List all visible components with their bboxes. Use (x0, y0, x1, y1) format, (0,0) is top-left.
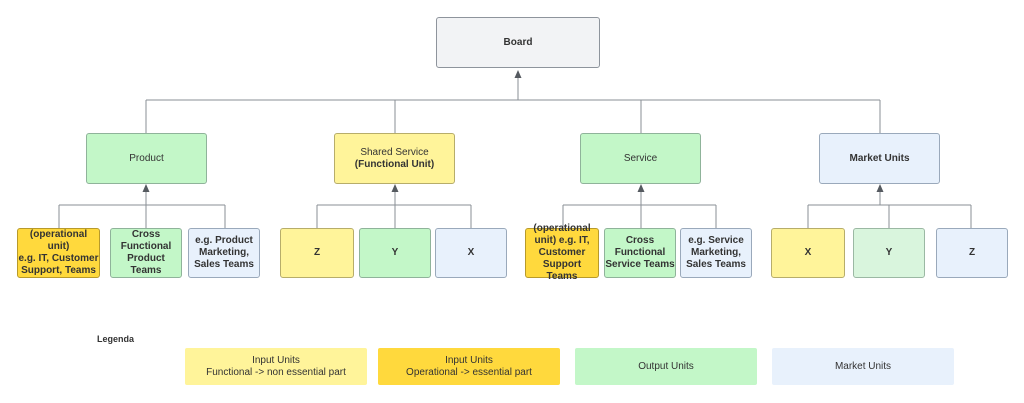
legend-item-operational-input: Input Units Operational -> essential par… (378, 348, 560, 385)
arrowhead-product (142, 184, 150, 192)
node-text-line: (operational unit) (29, 229, 88, 252)
node-text-line: e.g. IT, Customer (18, 253, 99, 264)
shared-child-z-node[interactable]: Z (280, 228, 354, 278)
market-units-node[interactable]: Market Units (819, 133, 940, 184)
product-node[interactable]: Product (86, 133, 207, 184)
node-text-line: Cross (131, 229, 161, 240)
service-operational-unit-node[interactable]: (operational unit) e.g. IT, Customer Sup… (525, 223, 599, 282)
service-label: Service (623, 152, 658, 164)
shared-service-label: Shared Service (360, 146, 429, 158)
node-text-line: Cross (625, 235, 655, 246)
shared-service-node[interactable]: Shared Service (Functional Unit) (334, 133, 455, 184)
node-text-line: unit) e.g. IT, (534, 235, 590, 246)
node-label: Z (313, 247, 321, 258)
node-text-line: (operational (533, 223, 591, 234)
market-child-y-node[interactable]: Y (853, 228, 925, 278)
node-text-line: Functional (614, 247, 666, 258)
arrowhead-service (637, 184, 645, 192)
market-child-z-node[interactable]: Z (936, 228, 1008, 278)
node-label: X (804, 247, 812, 258)
node-label: Y (885, 247, 893, 258)
product-marketing-node[interactable]: e.g. Product Marketing, Sales Teams (188, 228, 260, 278)
legend-item-label: Input Units (445, 354, 493, 366)
legend-item-sublabel: Functional -> non essential part (206, 366, 346, 378)
service-node[interactable]: Service (580, 133, 701, 184)
legend-item-functional-input: Input Units Functional -> non essential … (185, 348, 367, 385)
legend-item-output-units: Output Units (575, 348, 757, 385)
legend-item-sublabel: Operational -> essential part (406, 366, 532, 378)
board-node[interactable]: Board (436, 17, 600, 68)
node-text-line: Sales Teams (194, 259, 254, 270)
product-operational-unit-node[interactable]: (operational unit) e.g. IT, Customer Sup… (17, 228, 100, 278)
legend-item-label: Input Units (252, 354, 300, 366)
node-text-line: Customer (538, 247, 586, 258)
connector-shared-bus (316, 204, 472, 228)
legend-item-label: Market Units (834, 360, 892, 372)
product-cross-functional-node[interactable]: Cross Functional Product Teams (110, 228, 182, 278)
arrowhead-market (876, 184, 884, 192)
node-text-line: Product (127, 253, 165, 264)
node-text-line: Teams (130, 265, 162, 276)
connector-product-bus (58, 204, 226, 228)
node-text-line: Marketing, (198, 247, 249, 258)
node-text-line: Support Teams (542, 259, 582, 282)
legend-title: Legenda (97, 334, 135, 344)
legend-item-label: Output Units (638, 360, 694, 372)
node-text-line: e.g. Product (195, 235, 253, 246)
node-text-line: e.g. Service (688, 235, 744, 246)
node-label: Y (391, 247, 399, 258)
legend-item-market-units: Market Units (772, 348, 954, 385)
arrowhead-shared (391, 184, 399, 192)
node-label: Z (968, 247, 976, 258)
node-text-line: Sales Teams (686, 259, 746, 270)
shared-service-sublabel: (Functional Unit) (354, 158, 435, 170)
market-child-x-node[interactable]: X (771, 228, 845, 278)
shared-child-x-node[interactable]: X (435, 228, 507, 278)
board-label: Board (503, 36, 533, 48)
product-label: Product (129, 152, 164, 164)
node-text-line: Functional (120, 241, 172, 252)
node-text-line: Service Teams (605, 259, 675, 270)
node-text-line: Marketing, (690, 247, 741, 258)
node-text-line: Support, Teams (21, 265, 96, 276)
service-cross-functional-node[interactable]: Cross Functional Service Teams (604, 228, 676, 278)
market-units-label: Market Units (849, 152, 910, 164)
arrowhead-board (514, 70, 522, 78)
service-marketing-node[interactable]: e.g. Service Marketing, Sales Teams (680, 228, 752, 278)
shared-child-y-node[interactable]: Y (359, 228, 431, 278)
node-label: X (467, 247, 475, 258)
connector-service-bus (562, 204, 717, 228)
connector-market-bus (807, 204, 972, 228)
